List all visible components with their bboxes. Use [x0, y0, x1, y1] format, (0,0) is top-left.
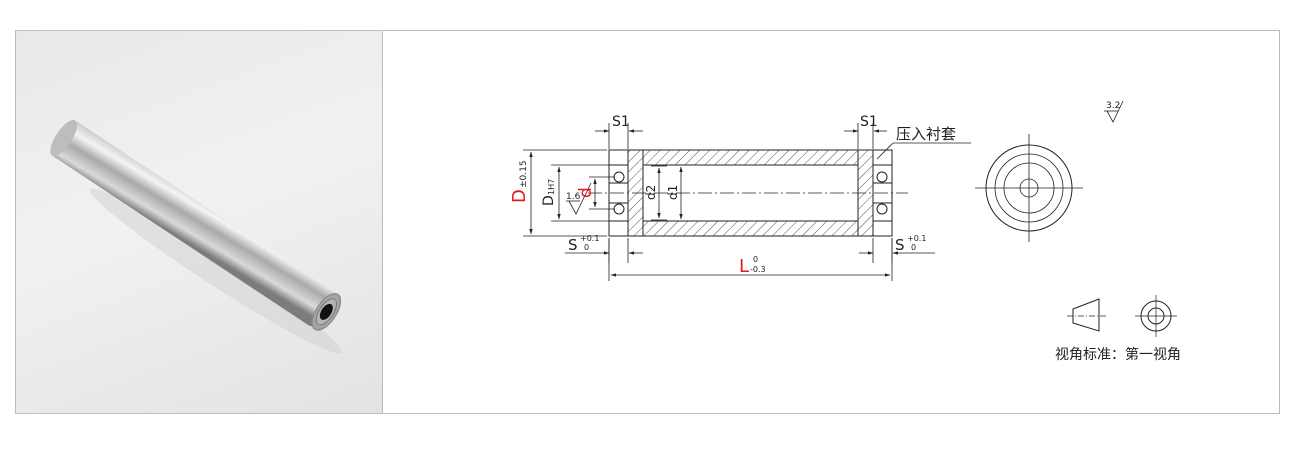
label-D1-sub: 1H7 — [547, 179, 556, 195]
label-d2: d2 — [644, 185, 658, 200]
dimension-d1: d1 — [666, 166, 683, 220]
dimension-S-right: S +0.1 0 — [859, 234, 935, 263]
label-D-tolerance: ±0.15 — [519, 160, 529, 188]
label-S1-right: S1 — [860, 114, 878, 130]
label-S-left: S — [568, 236, 578, 254]
dimension-d: d — [576, 176, 615, 210]
roller-tube-image — [50, 119, 343, 354]
dimension-S1-right: S1 — [844, 114, 887, 149]
dimension-D1: D 1H7 — [541, 164, 609, 222]
label-D: D — [509, 189, 530, 203]
dimension-D: D ±0.15 — [509, 149, 607, 237]
end-view — [975, 134, 1083, 242]
press-fit-callout: 压入衬套 — [876, 125, 971, 160]
label-S-right-lower: 0 — [911, 243, 916, 252]
label-d1: d1 — [666, 185, 680, 200]
roughness-3-2: 3.2 — [1104, 100, 1124, 123]
roughness-1-6: 1.6 — [566, 182, 592, 215]
dimension-S-left: S +0.1 0 — [565, 234, 643, 263]
label-d: d — [576, 187, 596, 198]
label-L-upper: 0 — [753, 255, 758, 264]
product-card: D ±0.15 D 1H7 1.6 d — [15, 30, 1280, 414]
label-D1: D — [541, 195, 557, 206]
label-S-left-upper: +0.1 — [580, 234, 599, 243]
roughness-1-6-label: 1.6 — [566, 192, 581, 202]
label-L-lower: -0.3 — [750, 265, 766, 274]
first-angle-projection-symbol — [1067, 295, 1177, 337]
label-L: L — [739, 256, 749, 277]
product-photo — [16, 31, 383, 413]
label-press-fit-bushing: 压入衬套 — [896, 125, 956, 143]
roughness-3-2-label: 3.2 — [1106, 101, 1120, 111]
dimension-L: L 0 -0.3 — [608, 238, 893, 281]
drawing-canvas: D ±0.15 D 1H7 1.6 d — [509, 100, 1181, 363]
label-S-right-upper: +0.1 — [907, 234, 926, 243]
dimension-d2: d2 — [644, 165, 667, 221]
label-S-left-lower: 0 — [584, 243, 589, 252]
dimension-S1-left: S1 — [595, 114, 643, 149]
technical-drawing: D ±0.15 D 1H7 1.6 d — [383, 31, 1279, 413]
label-S1-left: S1 — [612, 114, 630, 130]
section-view — [588, 149, 908, 237]
label-S-right: S — [895, 236, 905, 254]
projection-caption: 视角标准：第一视角 — [1055, 346, 1181, 363]
